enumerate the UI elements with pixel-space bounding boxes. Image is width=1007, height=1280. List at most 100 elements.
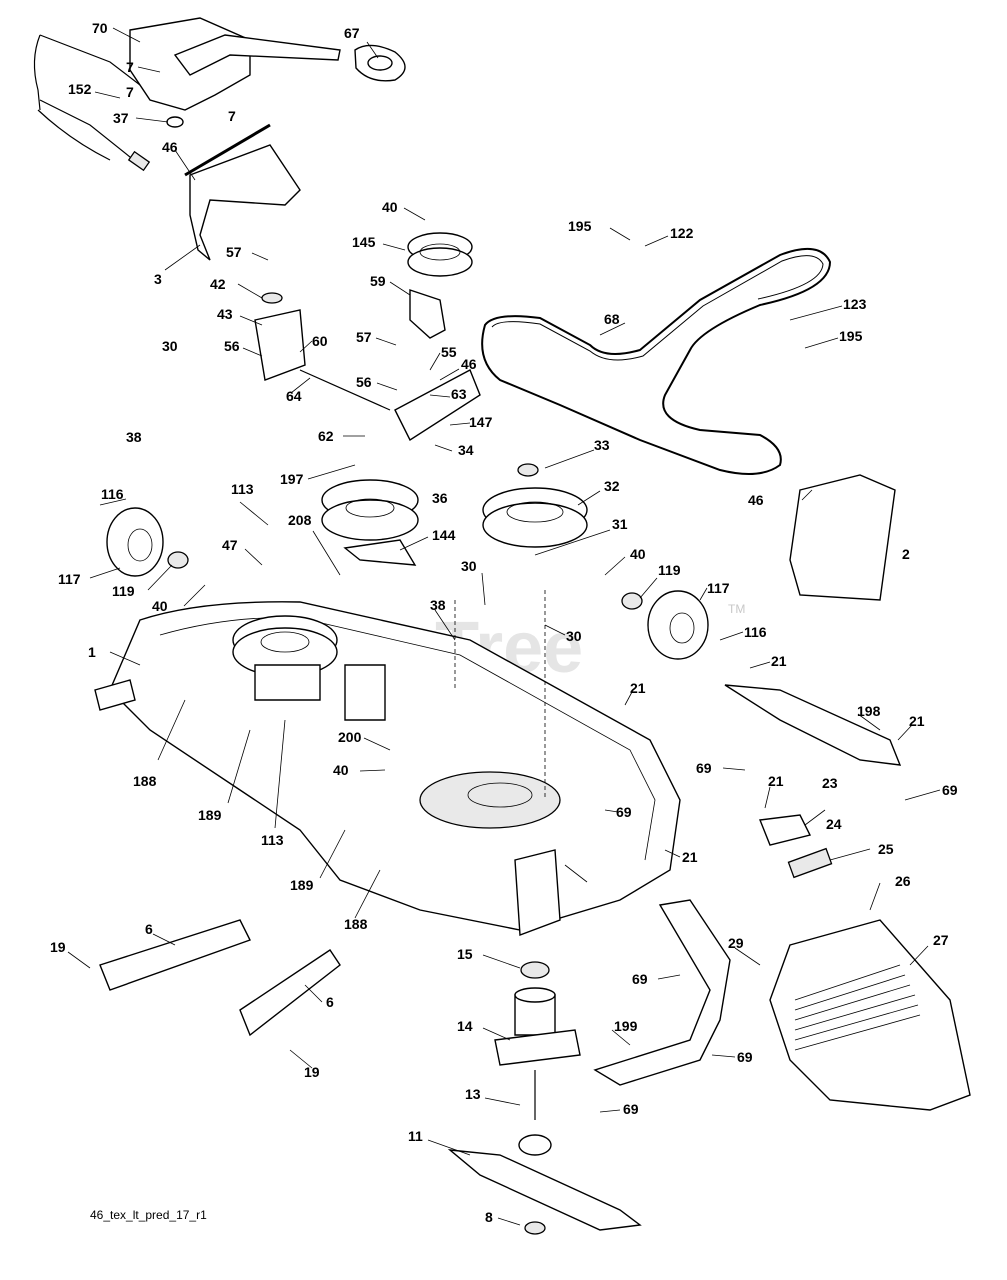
callout-19: 19 (50, 939, 66, 955)
callout-57: 57 (226, 244, 242, 260)
chute-bracket (759, 814, 812, 846)
callout-122: 122 (670, 225, 694, 241)
callout-195: 195 (568, 218, 592, 234)
callout-3: 3 (154, 271, 162, 287)
callout-62: 62 (318, 428, 334, 444)
idler-assembly (254, 232, 481, 566)
callout-147: 147 (469, 414, 493, 430)
callout-123: 123 (843, 296, 867, 312)
callout-56: 56 (224, 338, 240, 354)
callout-46: 46 (748, 492, 764, 508)
callout-195: 195 (839, 328, 863, 344)
blade-bolt (524, 1221, 546, 1235)
callout-21: 21 (768, 773, 784, 789)
callout-200: 200 (338, 729, 362, 745)
callout-30: 30 (461, 558, 477, 574)
baffle-right (239, 949, 341, 1037)
callout-59: 59 (370, 273, 386, 289)
callout-6: 6 (145, 921, 153, 937)
callout-25: 25 (878, 841, 894, 857)
callout-117: 117 (707, 580, 730, 596)
callout-117: 117 (58, 571, 81, 587)
watermark-tm: TM (728, 602, 745, 616)
blade (447, 1149, 642, 1231)
callout-30: 30 (162, 338, 178, 354)
baffle-left (99, 919, 251, 991)
callout-208: 208 (288, 512, 312, 528)
discharge-chute (769, 919, 971, 1111)
callout-23: 23 (822, 775, 838, 791)
callout-60: 60 (312, 333, 328, 349)
drive-pulley (482, 463, 588, 548)
callout-188: 188 (344, 916, 368, 932)
callout-46: 46 (461, 356, 477, 372)
callout-13: 13 (465, 1086, 481, 1102)
callout-21: 21 (909, 713, 925, 729)
callout-57: 57 (356, 329, 372, 345)
callout-63: 63 (451, 386, 467, 402)
callout-33: 33 (594, 437, 610, 453)
callout-189: 189 (198, 807, 222, 823)
callout-119: 119 (112, 583, 135, 599)
callout-47: 47 (222, 537, 238, 553)
callout-113: 113 (231, 481, 254, 497)
callout-56: 56 (356, 374, 372, 390)
callout-189: 189 (290, 877, 314, 893)
lift-assembly (33, 17, 406, 261)
callout-40: 40 (152, 598, 168, 614)
callout-67: 67 (344, 25, 360, 41)
callout-188: 188 (133, 773, 157, 789)
callout-19: 19 (304, 1064, 320, 1080)
callout-21: 21 (630, 680, 646, 696)
callout-1: 1 (88, 644, 96, 660)
callout-199: 199 (614, 1018, 638, 1034)
callout-42: 42 (210, 276, 226, 292)
callout-116: 116 (101, 486, 124, 502)
callout-34: 34 (458, 442, 474, 458)
belt (481, 247, 832, 475)
deflector-rod (724, 684, 902, 766)
callout-64: 64 (286, 388, 302, 404)
callout-38: 38 (430, 597, 446, 613)
callout-29: 29 (728, 935, 744, 951)
spring (787, 847, 833, 879)
callout-69: 69 (632, 971, 648, 987)
callout-30: 30 (566, 628, 582, 644)
callout-152: 152 (68, 81, 92, 97)
callout-6: 6 (326, 994, 334, 1010)
callout-69: 69 (623, 1101, 639, 1117)
spindle-assembly (494, 961, 581, 1156)
gauge-wheel-right (621, 590, 709, 660)
gauge-wheel-left (106, 507, 189, 577)
callout-31: 31 (612, 516, 628, 532)
callout-69: 69 (942, 782, 958, 798)
callout-40: 40 (382, 199, 398, 215)
mower-deck (94, 590, 681, 936)
callout-69: 69 (737, 1049, 753, 1065)
diagram-code: 46_tex_lt_pred_17_r1 (90, 1208, 207, 1222)
callout-36: 36 (432, 490, 448, 506)
callout-68: 68 (604, 311, 620, 327)
callout-198: 198 (857, 703, 881, 719)
callout-113: 113 (261, 832, 284, 848)
callout-27: 27 (933, 932, 949, 948)
callout-7: 7 (126, 84, 134, 100)
callout-7: 7 (228, 108, 236, 124)
callout-119: 119 (658, 562, 681, 578)
callout-70: 70 (92, 20, 108, 36)
leader-lines (67, 27, 941, 1226)
callout-7: 7 (126, 59, 134, 75)
callout-40: 40 (630, 546, 646, 562)
callout-15: 15 (457, 946, 473, 962)
callout-8: 8 (485, 1209, 493, 1225)
callout-46: 46 (162, 139, 178, 155)
callout-21: 21 (682, 849, 698, 865)
callout-14: 14 (457, 1018, 473, 1034)
callout-37: 37 (113, 110, 129, 126)
callout-2: 2 (902, 546, 910, 562)
callout-144: 144 (432, 527, 456, 543)
callout-21: 21 (771, 653, 787, 669)
callout-69: 69 (696, 760, 712, 776)
callout-69: 69 (616, 804, 632, 820)
